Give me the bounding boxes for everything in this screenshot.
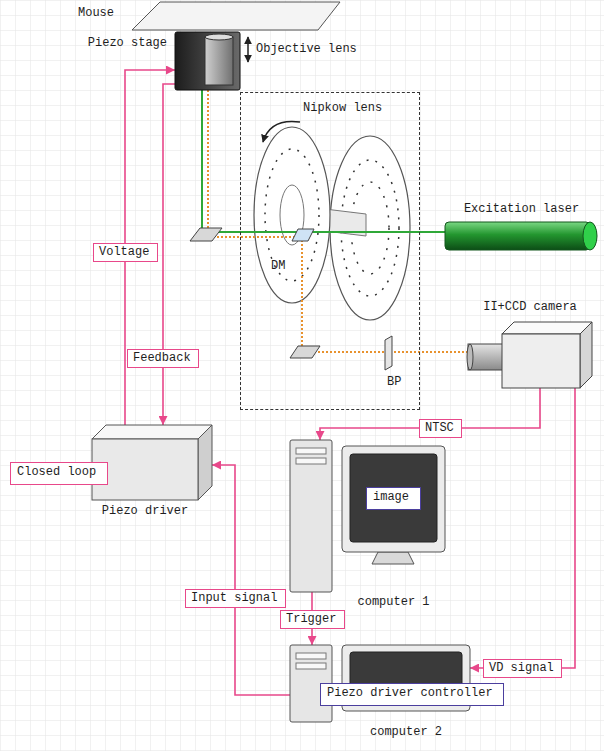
text-slot: DM	[271, 259, 285, 273]
signal-label: Feedback	[127, 349, 199, 368]
node-label: II+CCD camera	[483, 300, 577, 314]
intensifier-lens	[468, 344, 504, 370]
node-label: Piezo driver	[102, 504, 188, 518]
node-label: Excitation laser	[464, 202, 579, 216]
dichroic-mirror	[292, 229, 314, 241]
signal-name: Trigger	[286, 612, 339, 626]
part-label: BP	[387, 375, 401, 389]
part-label: Mouse	[78, 6, 114, 20]
excitation-laser: Excitation laser	[445, 222, 598, 250]
screen-box: Piezo driver controller	[320, 683, 504, 706]
stage-body	[175, 32, 240, 90]
lens-front	[467, 344, 473, 370]
text-slot: Piezo driver	[92, 504, 198, 518]
pc-tower	[290, 440, 332, 592]
node-label: Closed loop	[17, 465, 101, 479]
drive-bay	[296, 653, 326, 659]
signal-label: Input signal	[185, 589, 286, 608]
ccd-camera-drawing	[468, 320, 592, 388]
monitor	[342, 446, 445, 552]
signal-line	[320, 388, 540, 440]
signal-name: Voltage	[99, 245, 152, 259]
bandpass-filter	[385, 336, 392, 370]
lens-disk	[254, 127, 330, 303]
signal-label: VD signal	[483, 659, 562, 678]
laser-cap	[583, 222, 597, 250]
computer: computer 2Piezo driver controller	[290, 645, 470, 722]
text-slot: computer 2	[342, 725, 470, 739]
monitor-stand	[372, 552, 414, 564]
signal-line	[212, 465, 290, 695]
signal-label: Trigger	[280, 610, 345, 629]
text-slot: Excitation laser	[445, 202, 598, 216]
node-label: computer 2	[370, 725, 442, 739]
part-label: Objective lens	[256, 42, 357, 56]
node-label: computer 1	[357, 595, 429, 609]
screen-box: image	[366, 487, 421, 510]
text-slot: BP	[387, 375, 401, 389]
objective-top	[205, 34, 233, 40]
signal-name: NTSC	[425, 421, 456, 435]
mirror	[290, 346, 320, 358]
drive-bay	[296, 458, 326, 464]
drive-bay	[296, 448, 326, 454]
screen	[350, 454, 437, 542]
signal-label: NTSC	[419, 419, 462, 438]
piezo-driver-drawing	[92, 425, 212, 500]
signal-name: VD signal	[489, 661, 556, 675]
computer: computer 1image	[290, 440, 445, 592]
driver-side	[198, 425, 212, 500]
node-label: Piezo stage	[88, 36, 167, 50]
signal-name: Feedback	[133, 351, 193, 365]
drive-bay	[296, 663, 326, 669]
part-label: Objective lens	[256, 42, 357, 56]
mirror	[190, 228, 222, 241]
text-slot: Piezo stage	[88, 36, 167, 50]
node-label: Piezo driver controller	[327, 686, 497, 700]
text-slot: II+CCD camera	[468, 300, 592, 314]
emission-beam	[208, 90, 468, 352]
mouse-plate	[132, 2, 340, 30]
piezo-stage: Piezo stage	[175, 32, 240, 90]
scan-unit: Nipkow lensDM BP	[240, 92, 420, 410]
closed-loop-box: Closed loop	[10, 462, 108, 485]
driver-top	[92, 425, 212, 439]
signal-line	[470, 388, 575, 668]
camera-side	[580, 322, 592, 388]
camera-body	[502, 334, 580, 388]
excitation-laser-drawing	[445, 222, 598, 250]
rotation-arrow	[263, 121, 300, 142]
piezo-stage-drawing	[175, 32, 240, 90]
part-label: Mouse	[78, 6, 114, 20]
computer-drawing	[290, 440, 445, 592]
camera-top	[502, 322, 592, 334]
objective-lens	[205, 37, 233, 85]
node-label: Nipkow lens	[303, 101, 382, 115]
node-label: image	[373, 490, 414, 504]
ccd-camera: II+CCD camera	[468, 320, 592, 388]
text-slot: Nipkow lens	[303, 101, 382, 115]
text-slot: computer 1	[342, 595, 445, 609]
piezo-driver: Piezo driverClosed loop	[92, 425, 212, 500]
part-label: DM	[271, 259, 285, 273]
excitation-beam	[202, 90, 445, 232]
signal-line	[163, 84, 175, 425]
signal-label: Voltage	[93, 243, 158, 262]
laser-body	[445, 222, 590, 250]
signal-name: Input signal	[191, 591, 280, 605]
motion-arrow	[247, 37, 249, 62]
microlens-spiral	[265, 149, 319, 281]
